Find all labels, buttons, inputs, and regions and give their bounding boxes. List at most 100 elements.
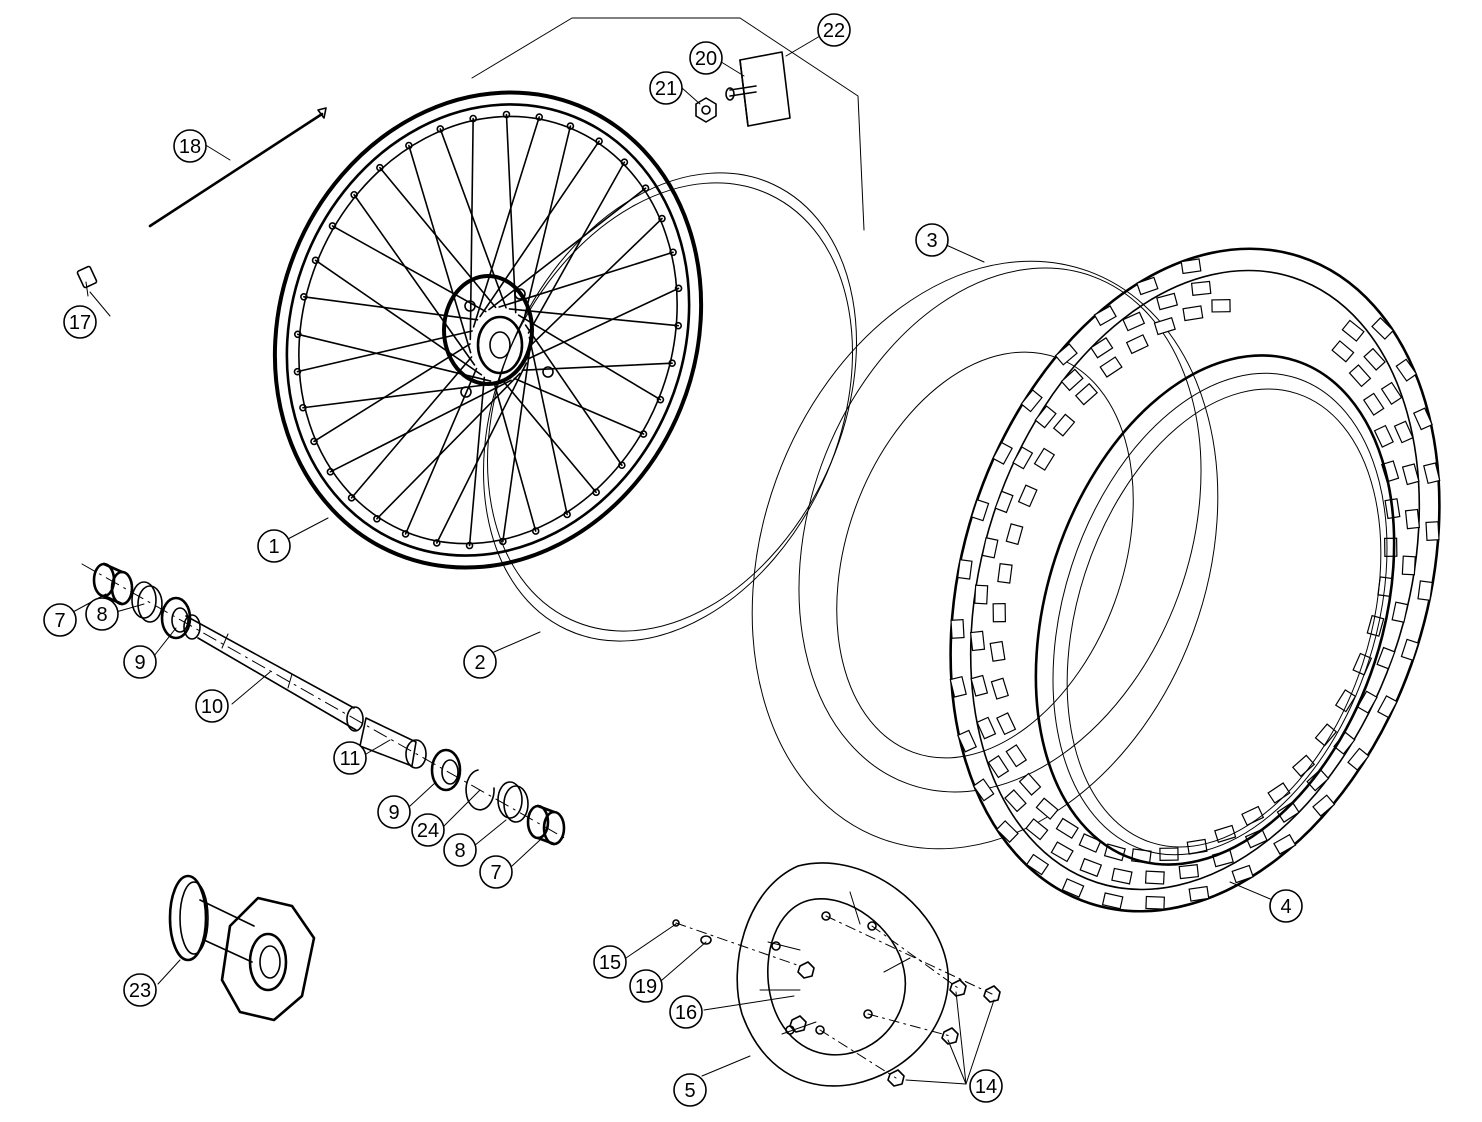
spoke-nipple xyxy=(347,494,356,502)
tread-knob xyxy=(1341,319,1365,342)
callout-number: 21 xyxy=(655,78,677,100)
tread-knob xyxy=(957,729,978,753)
tread-knob xyxy=(1395,358,1418,382)
spoke-line xyxy=(296,333,492,382)
spoke-nipple xyxy=(373,514,381,523)
spoke-line xyxy=(331,225,487,313)
tread-knob xyxy=(1188,885,1210,902)
tread-knob xyxy=(1312,794,1336,817)
callout-c18: 18 xyxy=(173,129,207,163)
tread-knob xyxy=(1099,356,1123,378)
callout-number: 2 xyxy=(474,652,485,674)
callout-c15: 15 xyxy=(593,945,627,979)
tread-knob xyxy=(1090,337,1114,359)
callout-circle xyxy=(173,129,207,163)
leader-lines xyxy=(61,35,1283,1085)
spoke-nipple xyxy=(432,539,441,547)
callout-circle xyxy=(689,41,723,75)
tread-knob xyxy=(1393,420,1414,444)
tread-knob xyxy=(1348,364,1372,388)
spoke-line xyxy=(521,362,673,372)
part-rim-wheel xyxy=(272,90,704,570)
spoke-line xyxy=(435,362,528,544)
callout-circle xyxy=(411,813,445,847)
tread-knob xyxy=(969,630,986,652)
callout-c23: 23 xyxy=(123,973,157,1007)
tread-knob xyxy=(1373,424,1394,448)
part-axle-spacer xyxy=(183,614,364,732)
callout-circle xyxy=(63,305,97,339)
tread-knob xyxy=(1417,580,1433,602)
part-spoke-nipple xyxy=(76,265,98,297)
callout-c21: 21 xyxy=(649,71,683,105)
tread-knob xyxy=(970,674,989,697)
tread-knob xyxy=(1356,690,1378,714)
callout-circle xyxy=(463,645,497,679)
tread-knob xyxy=(981,537,999,559)
spoke-nipple xyxy=(669,248,677,257)
spoke-nipple xyxy=(310,437,318,446)
callout-c7a: 7 xyxy=(43,603,77,637)
callout-number: 7 xyxy=(54,610,65,632)
callout-number: 20 xyxy=(695,48,717,70)
callout-c24: 24 xyxy=(411,813,445,847)
tread-knob xyxy=(1362,392,1385,416)
callout-c16: 16 xyxy=(669,995,703,1029)
spoke-line xyxy=(350,356,473,499)
callout-circle xyxy=(649,71,683,105)
spoke-line xyxy=(517,314,662,401)
callout-circle xyxy=(629,969,663,1003)
spoke-line xyxy=(529,217,663,347)
part-hub xyxy=(168,874,316,1022)
tread-knob xyxy=(1093,305,1117,327)
tread-knob xyxy=(1380,381,1403,405)
callout-c9b: 9 xyxy=(377,795,411,829)
callout-number: 3 xyxy=(926,230,937,252)
callout-c8a: 8 xyxy=(85,597,119,631)
tread-knob xyxy=(957,558,973,580)
part-distance-bush xyxy=(359,717,427,769)
spoke-nipple xyxy=(328,222,337,230)
spoke-line xyxy=(513,377,645,435)
callout-number: 9 xyxy=(388,802,399,824)
callout-circle xyxy=(593,945,627,979)
spoke-line xyxy=(314,259,483,376)
tread-knob xyxy=(1331,340,1355,363)
callout-number: 5 xyxy=(684,1080,695,1102)
spoke-nipple xyxy=(436,125,445,133)
tread-knob xyxy=(1079,857,1103,878)
spoke-line xyxy=(522,125,572,323)
tread-knob xyxy=(1376,646,1396,670)
kit-bracket-22 xyxy=(471,17,865,231)
tread-knob xyxy=(1425,521,1440,542)
spoke-line xyxy=(498,251,674,308)
tread-knob xyxy=(995,820,1019,843)
spoke-nipple xyxy=(401,530,410,538)
spoke-nipple xyxy=(674,284,683,293)
callout-circle xyxy=(257,529,291,563)
callout-number: 19 xyxy=(635,976,657,998)
spoke-nipple xyxy=(293,330,302,339)
callout-circle xyxy=(43,603,77,637)
spoke-nipple xyxy=(639,430,648,438)
tread-knob xyxy=(1412,407,1433,431)
callout-number: 10 xyxy=(201,696,223,718)
spoke-line xyxy=(528,336,568,516)
tread-knob xyxy=(1363,347,1386,371)
tread-knob xyxy=(992,441,1013,465)
callout-c4: 4 xyxy=(1269,889,1303,923)
tread-knob xyxy=(1017,484,1038,508)
spoke-line xyxy=(527,287,680,360)
disc-bolts xyxy=(672,915,1001,1087)
tread-knob xyxy=(1404,508,1421,530)
tread-knob xyxy=(987,755,1010,779)
callout-circle xyxy=(85,597,119,631)
spoke-nipple xyxy=(674,321,683,330)
callout-c20: 20 xyxy=(689,41,723,75)
tread-knob xyxy=(1180,258,1202,275)
spoke-line xyxy=(472,116,541,328)
tread-knob xyxy=(1214,824,1237,844)
spoke-nipple xyxy=(535,113,544,121)
callout-number: 8 xyxy=(454,840,465,862)
